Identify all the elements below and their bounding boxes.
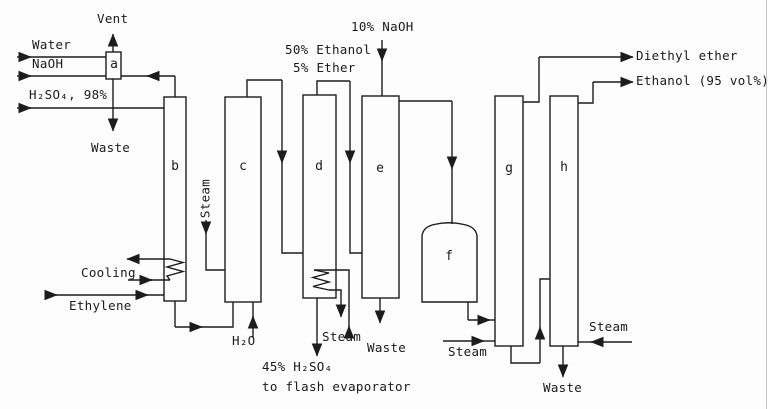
c-overhead-top (246, 79, 282, 97)
g-bottoms-drop (510, 346, 540, 364)
unit-a-letter: a (110, 57, 118, 72)
waste-e-label: Waste (367, 340, 407, 355)
cooling-label: Cooling (81, 265, 136, 280)
heating-coil-d (310, 269, 332, 291)
steam-c-label: Steam (197, 178, 213, 219)
ethylene-label: Ethylene (69, 298, 132, 313)
ethanol-95-label: Ethanol (95 vol%) (636, 73, 768, 88)
waste-a-label: Waste (91, 140, 131, 155)
unit-f-letter: f (445, 249, 453, 264)
drum-f-outline (421, 222, 478, 303)
steam-c-line (205, 233, 225, 271)
waste-h-label: Waste (543, 380, 583, 395)
ethanol-riser (578, 82, 594, 104)
column-d-outline (302, 94, 337, 299)
diethyl-riser (523, 57, 540, 103)
unit-b-letter: b (171, 159, 179, 174)
d-overhead-top (316, 80, 350, 95)
water-label: Water (32, 37, 72, 52)
h2o-label: H₂O (232, 333, 256, 348)
page-edge-line (766, 0, 767, 409)
h2so4-98-label: H₂SO₄, 98% (29, 87, 108, 102)
g-bottoms-to-h (539, 278, 550, 328)
steam-g-label: Steam (448, 344, 488, 359)
c-overhead-to-d (281, 162, 303, 254)
unit-h-letter: h (560, 160, 568, 175)
column-c-outline (224, 96, 262, 303)
steam-d-feed-line (314, 269, 350, 327)
naoh-label: NaOH (32, 56, 64, 71)
vent-label: Vent (97, 11, 129, 26)
steam-d-label: Steam (322, 329, 362, 344)
diethyl-ether-label: Diethyl ether (636, 48, 738, 63)
acid-45-label: 45% H₂SO₄ (262, 359, 333, 374)
unit-e-letter: e (376, 161, 384, 176)
d-overhead-to-e (349, 162, 362, 254)
column-h-outline (549, 95, 579, 347)
column-e-outline (361, 95, 400, 299)
steam-h-label: Steam (589, 319, 629, 334)
column-b-outline (163, 96, 187, 302)
unit-c-letter: c (239, 159, 247, 174)
coil-d-condensate-bend (329, 289, 342, 294)
ether-5-label: 5% Ether (293, 60, 356, 75)
flash-evap-label: to flash evaporator (262, 379, 411, 394)
unit-g-letter: g (505, 161, 513, 176)
unit-d-letter: d (315, 159, 323, 174)
column-g-outline (494, 95, 524, 347)
naoh-10-label: 10% NaOH (351, 19, 414, 34)
ethanol-50-label: 50% Ethanol (285, 42, 372, 57)
b-bottoms-to-c (201, 302, 234, 328)
cooling-coil-b (164, 258, 186, 281)
